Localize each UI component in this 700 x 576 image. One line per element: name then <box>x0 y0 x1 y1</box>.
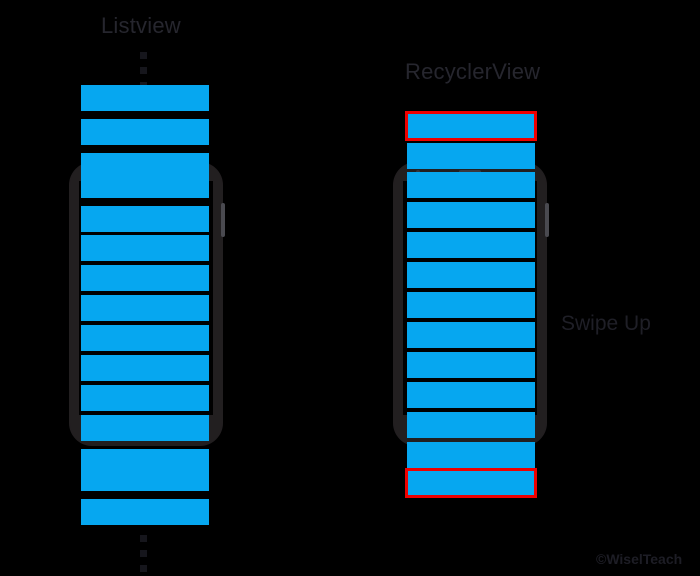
recyclerview-item[interactable] <box>407 442 535 468</box>
recyclerview-item[interactable] <box>407 232 535 258</box>
recyclerview-item[interactable] <box>407 172 535 198</box>
listview-item[interactable] <box>81 465 209 491</box>
listview-item[interactable] <box>81 355 209 381</box>
listview-item[interactable] <box>81 499 209 525</box>
listview-item[interactable] <box>81 415 209 441</box>
listview-item[interactable] <box>81 235 209 261</box>
listview-item[interactable] <box>81 385 209 411</box>
ellipsis-dot <box>140 52 147 59</box>
ellipsis-dot <box>140 535 147 542</box>
swipe-up-label: Swipe Up <box>561 312 651 335</box>
recyclerview-item[interactable] <box>407 292 535 318</box>
power-button[interactable] <box>545 203 549 237</box>
power-button[interactable] <box>221 203 225 237</box>
listview-title: Listview <box>101 13 181 38</box>
listview-item[interactable] <box>81 325 209 351</box>
listview-item[interactable] <box>81 85 209 111</box>
listview-item[interactable] <box>81 265 209 291</box>
ellipsis-dot <box>140 565 147 572</box>
listview-item[interactable] <box>81 172 209 198</box>
recyclerview-item[interactable] <box>407 322 535 348</box>
recyclerview-title: RecyclerView <box>405 59 541 84</box>
recyclerview-item[interactable] <box>407 143 535 169</box>
recyclerview-item[interactable] <box>407 202 535 228</box>
ellipsis-below-listview <box>140 535 147 572</box>
ellipsis-dot <box>140 67 147 74</box>
recyclerview-recycled-item[interactable] <box>405 111 537 141</box>
recyclerview-item[interactable] <box>407 382 535 408</box>
recyclerview-item[interactable] <box>407 352 535 378</box>
listview-item[interactable] <box>81 295 209 321</box>
listview-item[interactable] <box>81 206 209 232</box>
recyclerview-item[interactable] <box>407 262 535 288</box>
recyclerview-recycled-item[interactable] <box>405 468 537 498</box>
listview-item[interactable] <box>81 119 209 145</box>
recyclerview-item[interactable] <box>407 412 535 438</box>
ellipsis-dot <box>140 550 147 557</box>
watermark-label: ©WiselTeach <box>596 551 683 567</box>
